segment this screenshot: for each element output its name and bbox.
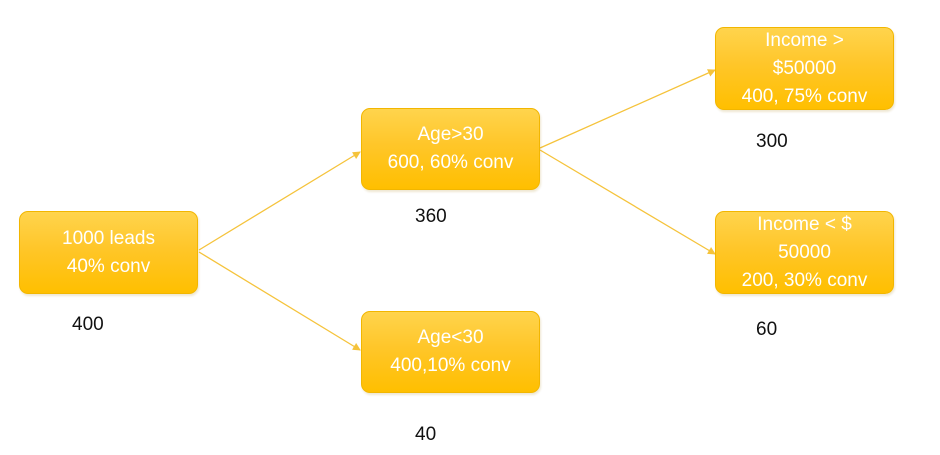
node-income-high-line-1: Income > xyxy=(765,29,844,51)
node-age-under-30-line-2: 400,10% conv xyxy=(390,355,511,376)
node-age-over-30: Age>30 600, 60% conv xyxy=(361,108,540,190)
node-income-low-line-1: Income < $ xyxy=(757,213,852,235)
node-age-over-30-line-2: 600, 60% conv xyxy=(387,152,514,173)
node-age-over-30-line-1: Age>30 xyxy=(417,124,484,145)
node-income-low-line-3: 200, 30% conv xyxy=(741,269,868,291)
node-income-high-line-2: $50000 xyxy=(772,57,837,79)
edge-root-to-age-over-30 xyxy=(198,151,361,251)
edge-root-to-age-under-30 xyxy=(198,251,361,351)
node-root: 1000 leads 40% conv xyxy=(19,211,198,294)
node-income-high: Income > $50000 400, 75% conv xyxy=(715,27,894,110)
node-age-under-30-count: 40 xyxy=(415,424,437,445)
node-income-low-count: 60 xyxy=(756,319,778,340)
node-root-line-1: 1000 leads xyxy=(62,227,155,249)
edge-age-over-30-to-income-high xyxy=(539,69,716,149)
node-income-high-count: 300 xyxy=(756,131,788,152)
node-income-high-line-3: 400, 75% conv xyxy=(741,85,868,107)
node-income-low-line-2: 50000 xyxy=(778,241,831,263)
node-root-count: 400 xyxy=(72,314,104,335)
node-age-over-30-count: 360 xyxy=(415,206,447,227)
node-root-line-2: 40% conv xyxy=(66,255,151,277)
node-age-under-30-line-1: Age<30 xyxy=(417,327,484,348)
edge-age-over-30-to-income-low xyxy=(539,149,716,255)
node-income-low: Income < $ 50000 200, 30% conv xyxy=(715,211,894,294)
node-age-under-30: Age<30 400,10% conv xyxy=(361,311,540,393)
